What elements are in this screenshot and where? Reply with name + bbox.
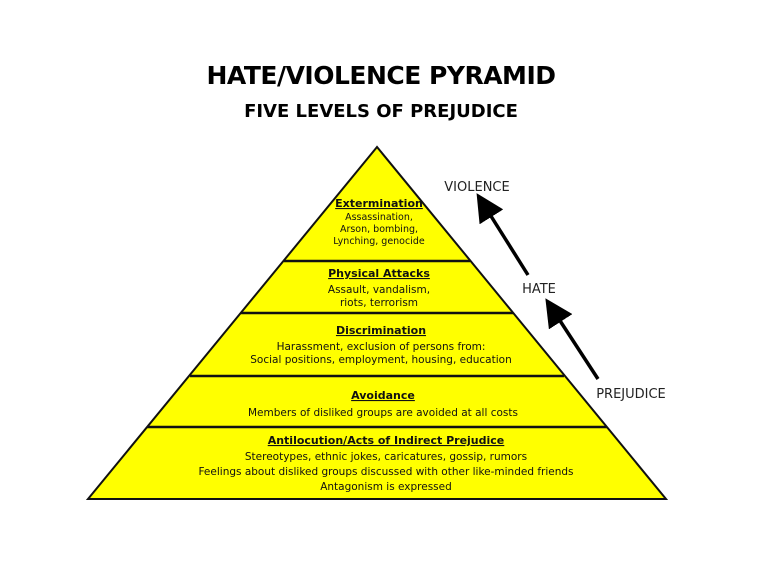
level-extermination: Extermination Assassination, Arson, bomb… bbox=[333, 197, 425, 247]
level-text: Assassination, bbox=[345, 212, 413, 223]
level-avoidance: Avoidance Members of disliked groups are… bbox=[248, 389, 518, 419]
scale-label-prejudice: PREJUDICE bbox=[596, 387, 666, 402]
level-heading: Avoidance bbox=[351, 389, 415, 402]
level-text: Lynching, genocide bbox=[333, 236, 425, 247]
level-text: Stereotypes, ethnic jokes, caricatures, … bbox=[245, 451, 527, 463]
scale-label-hate: HATE bbox=[522, 282, 556, 297]
level-text: riots, terrorism bbox=[340, 297, 418, 309]
level-text: Antagonism is expressed bbox=[320, 481, 452, 493]
scale-label-violence: VIOLENCE bbox=[444, 180, 509, 195]
level-text: Feelings about disliked groups discussed… bbox=[198, 466, 573, 478]
level-heading: Physical Attacks bbox=[328, 267, 430, 280]
level-heading: Antilocution/Acts of Indirect Prejudice bbox=[268, 434, 505, 447]
level-discrimination: Discrimination Harassment, exclusion of … bbox=[250, 324, 511, 366]
level-heading: Extermination bbox=[335, 197, 423, 210]
level-text: Social positions, employment, housing, e… bbox=[250, 354, 511, 366]
arrow-up-icon bbox=[476, 193, 530, 276]
level-heading: Discrimination bbox=[336, 324, 426, 337]
level-antilocution: Antilocution/Acts of Indirect Prejudice … bbox=[198, 434, 573, 493]
level-physical-attacks: Physical Attacks Assault, vandalism, rio… bbox=[328, 267, 430, 309]
arrow-up-icon bbox=[545, 298, 600, 380]
pyramid-shape bbox=[85, 145, 669, 500]
diagram-subtitle: FIVE LEVELS OF PREJUDICE bbox=[244, 101, 518, 122]
level-text: Assault, vandalism, bbox=[328, 284, 430, 296]
level-text: Arson, bombing, bbox=[340, 224, 418, 235]
level-text: Harassment, exclusion of persons from: bbox=[277, 341, 486, 353]
diagram-title: HATE/VIOLENCE PYRAMID bbox=[206, 61, 555, 90]
level-text: Members of disliked groups are avoided a… bbox=[248, 407, 518, 419]
